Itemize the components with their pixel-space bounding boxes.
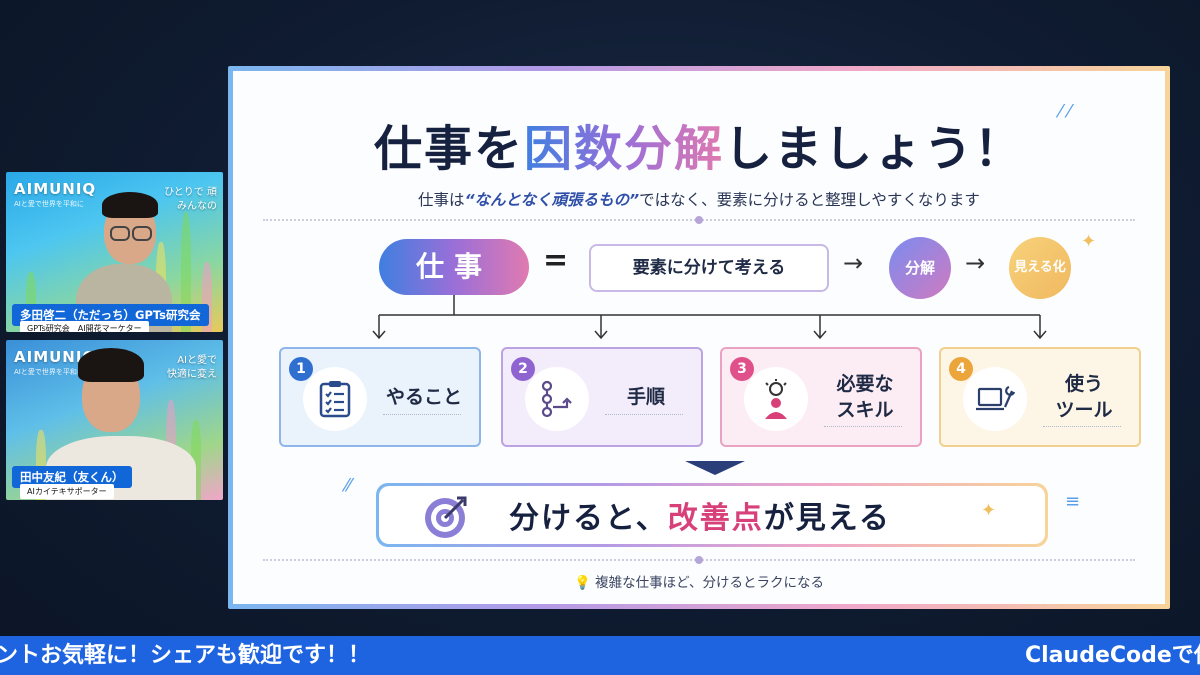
down-arrow-icon — [685, 461, 745, 475]
result-text: 分けると、改善点が見える — [509, 501, 891, 536]
speaker-1-role-tag: GPTs研究会 AI開花マーケター — [20, 321, 149, 332]
cam-tagline: ひとりで 頑みんなの — [164, 187, 217, 212]
speaker-1-name-tag: 多田啓二（ただっち）GPTs研究会 — [12, 304, 209, 326]
element-card-skills: 3 必要な スキル — [720, 347, 922, 447]
element-card-tasks: 1 やること — [279, 347, 481, 447]
result-banner: 分けると、改善点が見える ✦ — [376, 483, 1048, 547]
element-card-tools: 4 使う ツール — [939, 347, 1141, 447]
presentation-slide: ⁄ ⁄ 仕事を因数分解しましょう！ 仕事は“なんとなく頑張るもの”ではなく、要素… — [228, 66, 1170, 609]
arrow-icon: → — [843, 249, 864, 277]
cam-logo: AIMUNIQ — [14, 180, 97, 198]
sparkle-icon: ✦ — [1081, 231, 1097, 252]
branch-connector — [372, 295, 1047, 340]
work-pill: 仕事 — [379, 239, 529, 295]
lightbulb-person-icon — [744, 367, 808, 431]
slide-title: 仕事を因数分解しましょう！ — [373, 121, 1025, 177]
divider-bottom — [263, 556, 1135, 564]
sparkle-icon: ≡ — [1065, 491, 1081, 512]
cam-logo-sub: AIと愛で世界を平和に — [14, 200, 84, 208]
ticker-text-left: ントお気軽に！シェアも歓迎です！！ — [0, 643, 371, 668]
flow-steps-icon — [525, 367, 589, 431]
clipboard-checklist-icon — [303, 367, 367, 431]
divider-top — [263, 216, 1135, 224]
comment-ticker: ントお気軽に！シェアも歓迎です！！ ClaudeCodeで仕 — [0, 636, 1200, 675]
footer-note: 💡 複雑な仕事ほど、分けるとラクになる — [574, 575, 824, 591]
element-box: 要素に分けて考える — [589, 244, 829, 292]
sparkle-icon: ⁄ ⁄ — [1059, 101, 1071, 122]
laptop-wrench-icon — [963, 367, 1027, 431]
visualize-circle: 見える化 — [1009, 237, 1071, 299]
element-card-steps: 2 手順 — [501, 347, 703, 447]
sparkle-icon: ✦ — [981, 500, 997, 521]
ticker-text-right: ClaudeCodeで仕 — [1025, 643, 1200, 668]
cam-logo-sub: AIと愛で世界を平和に — [14, 368, 84, 376]
card-label: 手順 — [626, 386, 665, 408]
card-label: 使う ツール — [1055, 373, 1113, 421]
arrow-icon: → — [965, 249, 986, 277]
cam-tagline: AIと愛で快適に変え — [167, 355, 217, 380]
webcam-tile-speaker-1: AIMUNIQ AIと愛で世界を平和に ひとりで 頑みんなの 多田啓二（ただっち… — [6, 172, 223, 332]
target-icon — [425, 496, 467, 538]
cam-logo: AIMUNIQ — [14, 348, 97, 366]
slide-subtitle: 仕事は“なんとなく頑張るもの”ではなく、要素に分けると整理しやすくなります — [418, 191, 980, 209]
speaker-2-name-tag: 田中友紀（友くん） — [12, 466, 132, 488]
card-label: 必要な スキル — [836, 373, 894, 421]
card-label: やること — [385, 386, 462, 408]
sparkle-icon: ⁄⁄ — [345, 475, 352, 496]
webcam-tile-speaker-2: AIMUNIQ AIと愛で世界を平和に AIと愛で快適に変え 田中友紀（友くん）… — [6, 340, 223, 500]
lightbulb-icon: 💡 — [574, 575, 591, 591]
equals-sign: = — [543, 243, 569, 278]
speaker-2-role-tag: AIカイテキサポーター — [20, 484, 114, 499]
decompose-circle: 分解 — [889, 237, 951, 299]
